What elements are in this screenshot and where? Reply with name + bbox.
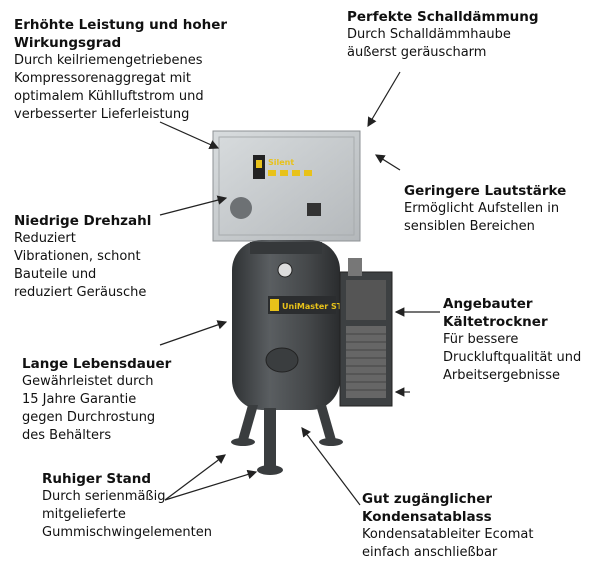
callout-title: Geringere Lautstärke — [404, 183, 567, 199]
callout-sound-insulation: Perfekte Schalldämmung Durch Schalldämmh… — [347, 8, 587, 62]
control-box — [307, 203, 321, 216]
callout-arrows — [159, 71, 440, 506]
inspection-port — [265, 347, 299, 373]
callout-title: Perfekte Schalldämmung — [347, 9, 539, 25]
callout-text: Ermöglicht Aufstellen in sensiblen Berei… — [404, 201, 560, 234]
hood-label: Silent — [268, 158, 294, 167]
callout-title: Angebauter Kältetrockner — [443, 296, 548, 330]
callout-text: Für bessere Druckluftqualität und Arbeit… — [443, 332, 582, 383]
callout-title: Ruhiger Stand — [42, 471, 151, 487]
callout-title: Niedrige Drehzahl — [14, 213, 152, 229]
callout-text: Durch keilriemengetriebenes Kompressoren… — [14, 53, 204, 122]
callout-text: Gewährleistet durch 15 Jahre Garantie ge… — [22, 374, 156, 443]
refrigeration-dryer — [339, 258, 393, 407]
vent-grille — [230, 197, 252, 219]
callout-title: Erhöhte Leistung und hoher Wirkungsgrad — [14, 17, 228, 51]
tank-legs — [231, 405, 343, 475]
status-lights — [268, 170, 312, 176]
callout-text: Durch Schalldämmhaube äußerst geräuschar… — [347, 27, 511, 60]
pressure-gauge — [277, 262, 293, 278]
callout-performance: Erhöhte Leistung und hoher Wirkungsgrad … — [14, 16, 244, 124]
callout-text: Durch serienmäßig mitgelieferte Gummisch… — [42, 489, 212, 540]
callout-low-speed: Niedrige Drehzahl Reduziert Vibrationen,… — [14, 212, 184, 302]
callout-title: Gut zugänglicher Kondensatablass — [362, 491, 493, 525]
callout-drain: Gut zugänglicher Kondensatablass Kondens… — [362, 490, 592, 562]
callout-text: Reduziert Vibrationen, schont Bauteile u… — [14, 231, 147, 300]
tank-label: UniMaster ST — [282, 302, 343, 311]
callout-title: Lange Lebensdauer — [22, 356, 172, 372]
callout-dryer: Angebauter Kältetrockner Für bessere Dru… — [443, 295, 595, 385]
callout-stability: Ruhiger Stand Durch serienmäßig mitgelie… — [42, 470, 242, 542]
callout-volume: Geringere Lautstärke Ermöglicht Aufstell… — [404, 182, 594, 236]
sound-hood: Silent — [212, 130, 361, 242]
dryer-valve — [348, 258, 362, 276]
callout-lifetime: Lange Lebensdauer Gewährleistet durch 15… — [22, 355, 192, 445]
callout-text: Kondensatableiter Ecomat einfach anschli… — [362, 527, 534, 560]
air-tank: UniMaster ST — [232, 240, 343, 410]
